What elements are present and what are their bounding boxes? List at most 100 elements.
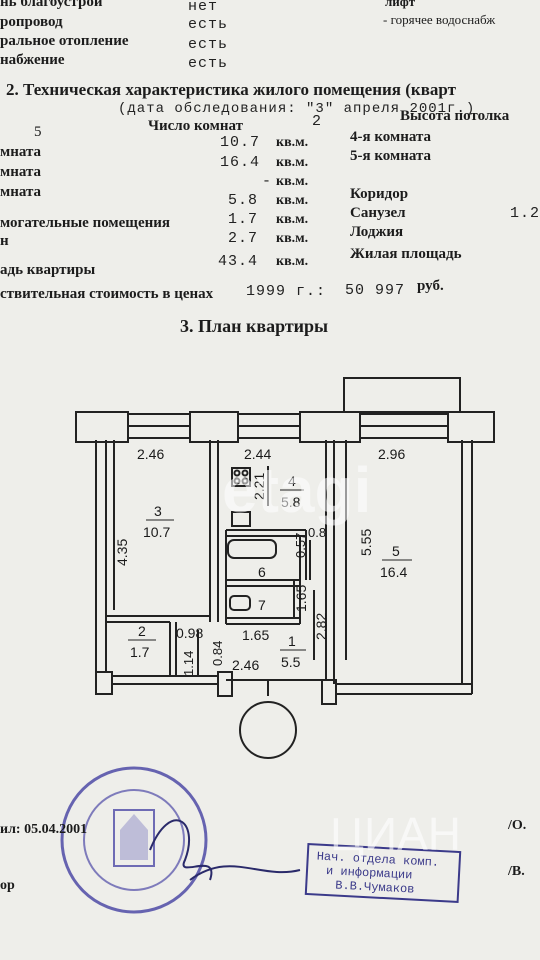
col-left-num: 5 <box>34 124 42 140</box>
header-row-label: нь благоустрой <box>0 0 103 10</box>
row-5-unit: кв.м. <box>276 212 309 227</box>
row-6-unit: кв.м. <box>276 231 309 246</box>
dim-pantry-h: 1.14 <box>181 651 196 676</box>
room-6-number: 6 <box>258 564 266 580</box>
room-number: 2 <box>138 623 146 639</box>
survey-date: (дата обследования: "3" апреля 2001г.) <box>118 101 476 117</box>
entrance-circle <box>239 701 297 759</box>
header-row-4-label: набжение <box>0 52 65 68</box>
footer-right-2: /В. <box>508 864 525 879</box>
row-6-right: Лоджия <box>350 224 404 240</box>
room-number: 3 <box>154 503 162 519</box>
dim-bath-depth: 0.57 <box>293 533 308 558</box>
round-stamp <box>60 766 208 914</box>
room-area: 5.8 <box>281 494 301 510</box>
room-number: 4 <box>288 473 296 489</box>
toilet <box>229 595 251 611</box>
footer-right-1: /О. <box>508 818 527 833</box>
cost-currency: руб. <box>417 278 444 294</box>
row-1-unit: кв.м. <box>276 135 309 150</box>
dim-room3-height: 4.35 <box>114 539 130 566</box>
row-3-unit: кв.м. <box>276 174 309 189</box>
row-6-left: н <box>0 233 9 249</box>
room-5: 5 16.4 <box>380 543 412 580</box>
section-2-title: 2. Техническая характеристика жилого пом… <box>6 80 456 99</box>
header-row-3-label: ральное отопление <box>0 33 129 49</box>
row-7-right: Жилая площадь <box>350 246 462 262</box>
stove <box>231 467 251 487</box>
header-row-3-value: есть <box>188 36 229 53</box>
header-row-1-value: нет <box>188 0 219 15</box>
row-2-value: 16.4 <box>220 154 261 171</box>
row-6-value: 2.7 <box>228 230 259 247</box>
ceiling-label: Высота потолка <box>400 108 510 124</box>
rooms-label: Число комнат <box>148 118 243 134</box>
room-area: 1.7 <box>130 644 150 660</box>
row-4-right: Коридор <box>350 186 409 202</box>
room-area: 5.5 <box>281 654 301 670</box>
dim-room5-height: 5.55 <box>358 529 374 556</box>
etagi-watermark: etagi <box>222 454 371 526</box>
signed-date: ил: 05.04.2001 <box>0 822 88 837</box>
room-4: 4 5.8 <box>280 473 304 510</box>
loggia-outline <box>343 377 461 413</box>
rect-stamp: Нач. отдела комп. и информации В.В.Чумак… <box>304 843 462 903</box>
row-1-left: мната <box>0 144 42 160</box>
cian-watermark: ЦИАН <box>330 808 461 860</box>
header-row-2-value: есть <box>188 16 229 33</box>
dim-top-left: 2.46 <box>137 446 164 462</box>
row-2-left: мната <box>0 164 42 180</box>
dim-bath-width: 0.8 <box>308 525 326 540</box>
cost-label: ствительная стоимость в ценах <box>0 286 214 302</box>
dim-hall-len: 1.65 <box>242 627 269 643</box>
header-row-1: нь благоустрой <box>0 0 102 11</box>
dim-door-height: 2.82 <box>313 613 329 640</box>
rooms-value: 2 <box>312 113 323 130</box>
row-7-unit: кв.м. <box>276 254 309 269</box>
sink <box>231 511 251 527</box>
header-row-2-right: - горячее водоснабж <box>383 12 496 27</box>
stamp-line-3: В.В.Чумаков <box>335 879 415 897</box>
stamp-line-2: и информации <box>326 864 413 883</box>
signature <box>149 819 301 881</box>
stamp-line-1: Нач. отдела комп. <box>316 850 439 870</box>
dim-corridor-height: 2.21 <box>251 473 267 500</box>
room-3: 3 10.7 <box>143 503 174 540</box>
row-3-left: мната <box>0 184 42 200</box>
room-2: 2 1.7 <box>128 623 156 660</box>
room-1: 1 5.5 <box>280 633 306 670</box>
room-7-number: 7 <box>258 597 266 613</box>
room-area: 16.4 <box>380 564 407 580</box>
room-area: 10.7 <box>143 524 170 540</box>
row-1-right: 4-я комната <box>350 129 432 145</box>
row-4-unit: кв.м. <box>276 193 309 208</box>
row-5-right: Санузел <box>350 205 406 221</box>
header-row-2-label: ропровод <box>0 14 63 30</box>
row-5-left: могательные помещения <box>0 215 171 231</box>
dim-hall-width: 0.98 <box>176 625 203 641</box>
row-4-value: 5.8 <box>228 192 259 209</box>
cost-amount: 50 997 <box>345 282 406 299</box>
bathtub <box>227 539 277 559</box>
section-3-title: 3. План квартиры <box>180 316 329 336</box>
row-2-unit: кв.м. <box>276 155 309 170</box>
dim-door-small: 0.84 <box>210 641 225 666</box>
header-row-1-right: лифт <box>385 0 416 9</box>
row-1-value: 10.7 <box>220 134 261 151</box>
row-7-value: 43.4 <box>218 253 259 270</box>
header-row-4-value: есть <box>188 55 229 72</box>
room-number: 1 <box>288 633 296 649</box>
cost-year: 1999 г.: <box>246 283 327 300</box>
row-2-right: 5-я комната <box>350 148 432 164</box>
row-3-value: - <box>262 173 273 190</box>
room-number: 5 <box>392 543 400 559</box>
dim-wc-height: 1.65 <box>293 585 309 612</box>
signer-label: ор <box>0 878 15 893</box>
dim-bottom: 2.46 <box>232 657 259 673</box>
dim-top-right: 2.96 <box>378 446 405 462</box>
row-7-left: адь квартиры <box>0 262 96 278</box>
row-5-extra: 1.2 <box>510 205 540 222</box>
dim-top-mid: 2.44 <box>244 446 271 462</box>
